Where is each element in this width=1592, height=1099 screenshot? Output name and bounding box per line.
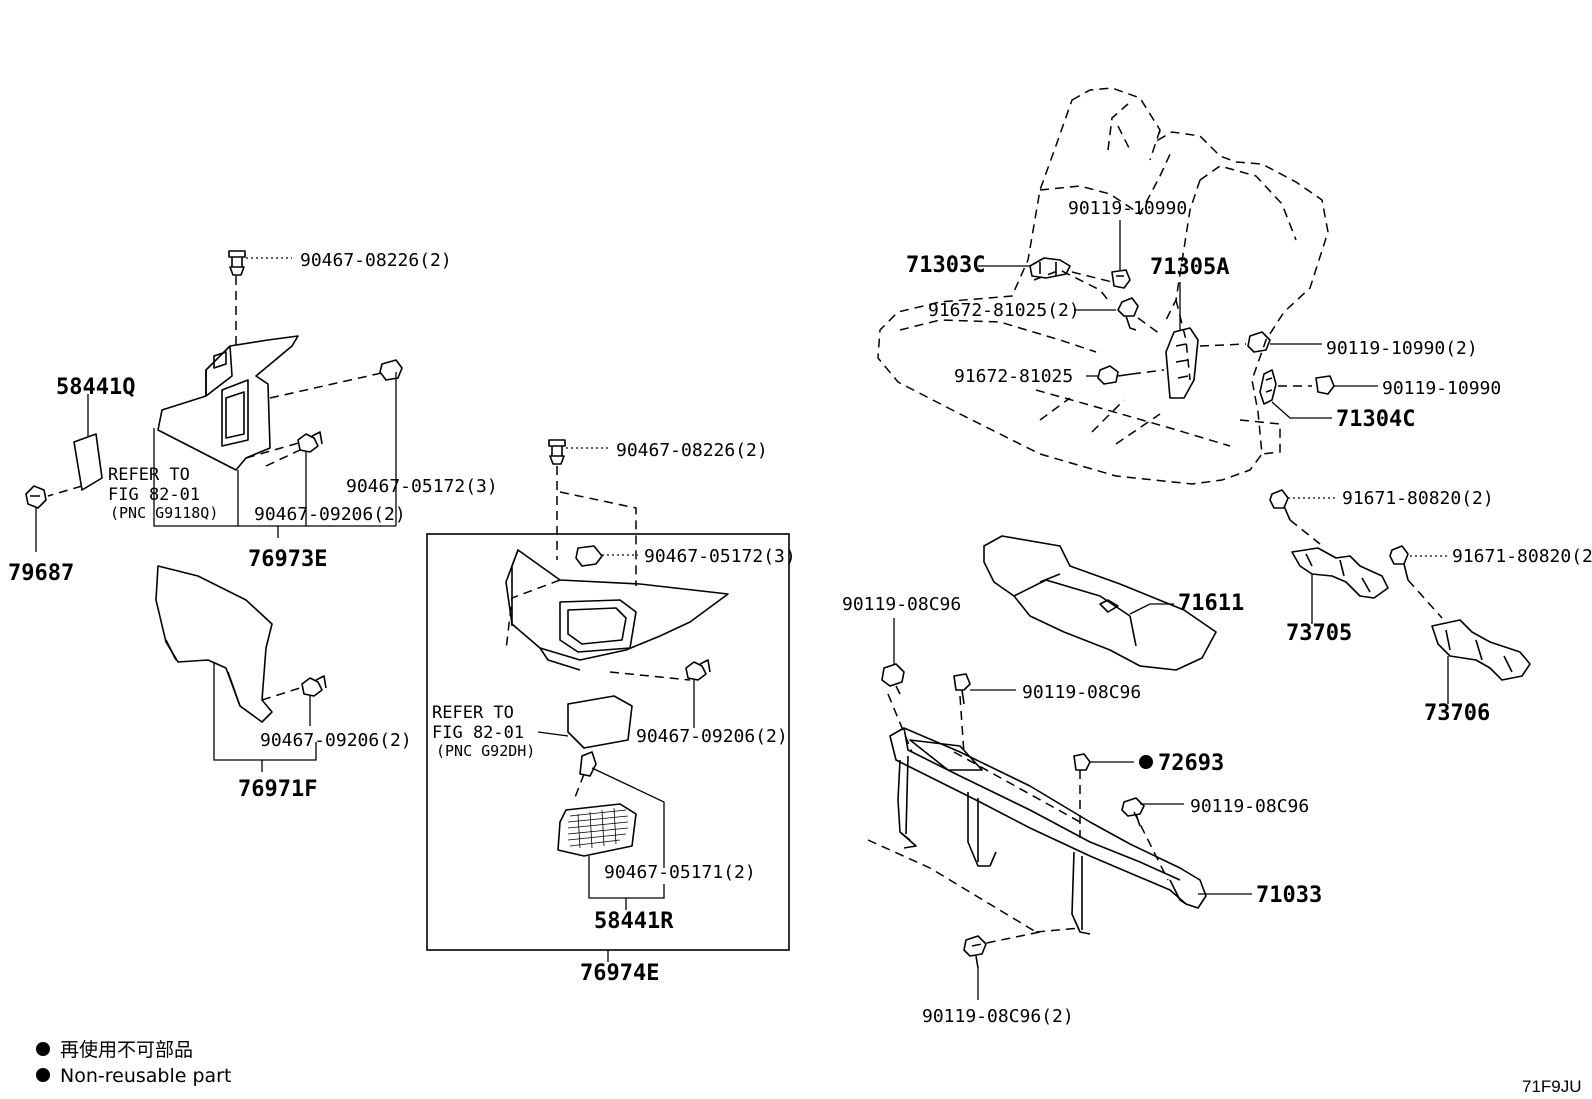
frame-71033 [867,693,1252,947]
clip-90467-05171 [579,751,597,777]
bracket-71305A [1165,282,1199,399]
bolt-90119-10990-c [1315,375,1335,395]
label-90119-08C96-b: 90119-08C96 [1022,682,1141,703]
label-91671-80820-a: 91671-80820(2) [1342,488,1494,509]
label-90119-08C96-d: 90119-08C96(2) [922,1006,1074,1027]
clip-90467-09206-left [297,431,323,526]
bolt-90119-10990-b [1247,331,1271,353]
label-90119-10990-top: 90119-10990 [1068,198,1187,219]
label-90467-09206-left: 90467-09206(2) [254,504,406,525]
label-71033: 71033 [1256,883,1322,908]
group-76974E [426,439,790,962]
trim-76974E [505,549,729,661]
label-71303C: 71303C [906,253,985,278]
pad-71611 [983,535,1217,671]
label-79687: 79687 [8,561,74,586]
bolt-90119-08C96-c [1121,797,1145,827]
seat-outline [877,87,1329,485]
clip-90467-08226-top [228,250,292,276]
label-90467-08226-top: 90467-08226(2) [300,250,452,271]
legend-bullet-2 [36,1068,50,1082]
label-90119-10990-c: 90119-10990 [1382,378,1501,399]
plate-G92DH [567,695,633,749]
clip-90467-05172-left [379,359,403,526]
bolt-91672-81025-b [1097,365,1133,385]
hinge-71304C [1259,369,1277,405]
label-90119-08C96-c: 90119-08C96 [1190,796,1309,817]
label-90119-08C96-a: 90119-08C96 [842,594,961,615]
label-73705: 73705 [1286,621,1352,646]
part-76971F [155,565,327,772]
clip-90467-09206-mid [301,675,327,697]
bolt-90119-08C96-b [953,673,971,705]
label-91672-81025-b: 91672-81025 [954,366,1073,387]
clip-90467-09206-mid2 [685,659,711,728]
label-76973E: 76973E [248,547,327,572]
bolt-90119-08C96-a [881,663,905,695]
clip-79687 [25,485,47,509]
group-76973E [153,250,403,538]
legend-line-jp: 再使用不可部品 [60,1039,193,1061]
label-58441R: 58441R [594,909,674,934]
label-90467-08226-mid: 90467-08226(2) [616,440,768,461]
label-90467-09206-mid: 90467-09206(2) [260,730,412,751]
refer2-line2: FIG 82-01 [432,723,524,743]
label-90467-05172-mid: 90467-05172(3) [644,546,796,567]
label-72693: 72693 [1158,751,1224,776]
label-90467-05172-left: 90467-05172(3) [346,476,498,497]
label-91672-81025-a: 91672-81025(2) [928,300,1080,321]
clip-90467-05172-mid [575,545,638,567]
refer2-line3: (PNC G92DH) [436,742,535,760]
label-71611: 71611 [1178,591,1244,616]
clip-72693 [1073,753,1091,771]
bracket-73706 [1389,545,1531,704]
non-reusable-marker-72693 [1139,755,1153,769]
refer2-line1: REFER TO [432,703,514,723]
label-91671-80820-b: 91671-80820(2) [1452,546,1592,567]
label-90467-09206-mid2: 90467-09206(2) [636,726,788,747]
refer1-line1: REFER TO [108,465,190,485]
grille-58441R [557,803,637,857]
label-90467-05171: 90467-05171(2) [604,862,756,883]
label-76974E: 76974E [580,961,659,986]
label-73706: 73706 [1424,701,1490,726]
hinge-71303C [978,257,1113,283]
part-58441Q [25,394,103,552]
label-71304C: 71304C [1336,407,1415,432]
figure-code: 71F9JU [1522,1077,1582,1096]
clip-90467-08226-mid [548,439,608,465]
label-76971F: 76971F [238,777,317,802]
label-90119-10990-b: 90119-10990(2) [1326,338,1478,359]
refer1-line3: (PNC G9118Q) [110,504,218,522]
refer1-line2: FIG 82-01 [108,485,200,505]
trim-76973E [157,335,299,471]
legend-bullet-1 [36,1042,50,1056]
label-71305A: 71305A [1150,255,1229,280]
legend-line-en: Non-reusable part [60,1065,231,1087]
bracket-73705 [1269,489,1389,624]
bolt-90119-10990-top [1111,269,1131,289]
bolt-90119-08C96-d [963,935,987,969]
bolt-91672-81025-a [1117,297,1139,331]
label-58441Q: 58441Q [56,375,135,400]
